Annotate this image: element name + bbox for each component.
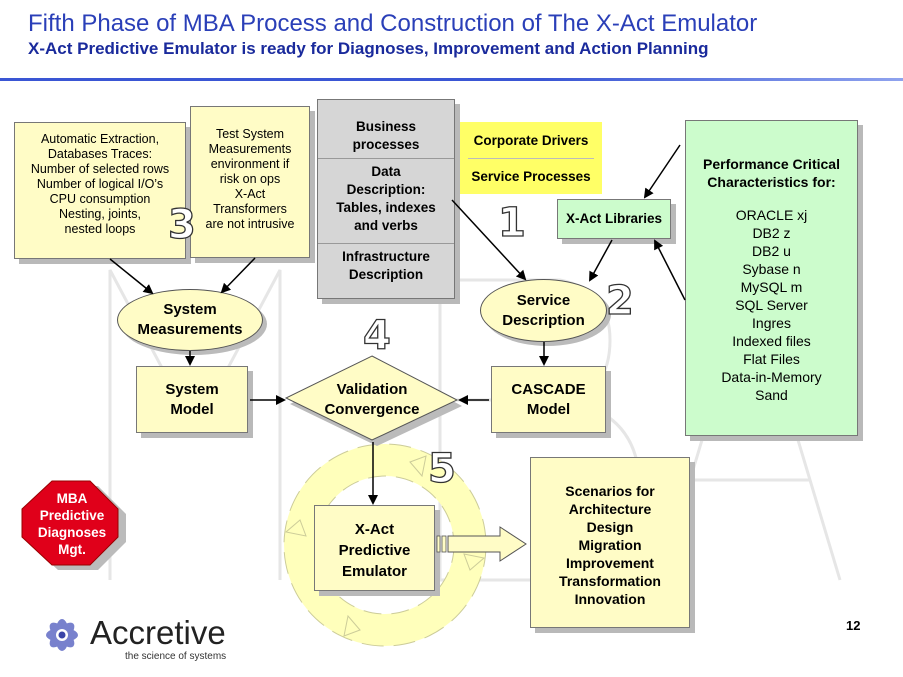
auto-extraction-line: Number of logical I/O’s <box>36 177 164 191</box>
database-item: ORACLE xj <box>735 207 808 223</box>
xact-emulator-box: X-Act Predictive Emulator <box>314 505 435 591</box>
accretive-logo-text: Accretive <box>90 614 226 651</box>
validation-label: Validation <box>336 381 408 398</box>
auto-extraction-line: Nesting, joints, <box>59 207 141 221</box>
emulator-to-scenarios-arrow <box>436 526 527 562</box>
auto-extraction-line: nested loops <box>64 222 136 236</box>
emulator-label: Emulator <box>341 563 407 580</box>
mba-badge-line: MBA <box>56 491 88 506</box>
scenario-line: Scenarios for <box>565 483 655 499</box>
database-item: Sand <box>755 387 788 403</box>
step-number-5: 5 <box>427 445 456 492</box>
auto-extraction-line: CPU consumption <box>49 192 151 206</box>
xact-libraries-label: X-Act Libraries <box>565 211 663 226</box>
database-item: Indexed files <box>732 333 811 349</box>
scenario-line: Design <box>586 519 634 535</box>
scenario-line: Improvement <box>566 555 654 571</box>
test-system-box: Test System Measurements environment if … <box>190 106 310 258</box>
database-item: DB2 z <box>752 225 791 241</box>
arrow-data-to-service <box>451 199 527 281</box>
data-description-label: Description: <box>346 182 426 197</box>
test-system-line: are not intrusive <box>205 217 295 231</box>
scenario-line: Transformation <box>559 573 661 589</box>
infrastructure-description-label: Description <box>348 267 424 282</box>
arrow-extraction-to-measurements <box>109 258 154 295</box>
step-number-3: 3 <box>167 201 196 248</box>
service-processes-label: Service Processes <box>471 169 591 184</box>
scenarios-box: Scenarios for Architecture Design Migrat… <box>530 457 690 628</box>
database-item: Data-in-Memory <box>721 369 822 385</box>
page-title: Fifth Phase of MBA Process and Construct… <box>28 10 758 37</box>
arrow-performance-to-libraries <box>643 144 681 199</box>
test-system-line: Measurements <box>208 142 292 156</box>
auto-extraction-line: Automatic Extraction, <box>40 132 160 146</box>
test-system-line: Test System <box>215 127 285 141</box>
database-item: DB2 u <box>752 243 791 259</box>
performance-critical-box: Performance Critical Characteristics for… <box>685 120 858 436</box>
validation-label: Convergence <box>324 401 420 418</box>
arrow-test-to-measurements <box>220 257 256 294</box>
page-number: 12 <box>846 618 861 633</box>
accretive-flower-icon <box>46 619 78 651</box>
step-number-2: 2 <box>605 277 634 324</box>
scenario-line: Architecture <box>568 501 652 517</box>
validation-diamond-shape <box>284 355 462 446</box>
mba-badge-shape <box>21 480 126 570</box>
service-description-label: Description <box>502 311 585 329</box>
performance-heading: Performance Critical <box>703 156 840 172</box>
database-item: Sybase n <box>742 261 801 277</box>
database-item: Flat Files <box>743 351 800 367</box>
accretive-tagline: the science of systems <box>125 651 227 662</box>
scenario-line: Migration <box>578 537 642 553</box>
data-description-label: Data <box>371 164 401 179</box>
xact-libraries-box: X-Act Libraries <box>557 199 671 239</box>
step-number-4: 4 <box>362 312 391 359</box>
system-model-label: Model <box>170 401 214 418</box>
test-system-line: Transformers <box>213 202 287 216</box>
mba-badge-label: MBA Predictive Diagnoses Mgt. <box>20 490 124 558</box>
service-description-label: Service <box>516 291 571 309</box>
title-divider <box>0 78 903 81</box>
arrow-performance-to-libraries-lower <box>654 239 686 301</box>
scenario-line: Innovation <box>574 591 646 607</box>
mba-badge-line: Mgt. <box>58 542 86 557</box>
system-model-box: System Model <box>136 366 248 433</box>
test-system-line: risk on ops <box>219 172 281 186</box>
auto-extraction-line: Number of selected rows <box>30 162 170 176</box>
auto-extraction-line: Databases Traces: <box>47 147 153 161</box>
data-description-label: and verbs <box>354 218 418 233</box>
page-subtitle: X-Act Predictive Emulator is ready for D… <box>28 39 709 58</box>
system-measurements-node: System Measurements <box>117 289 263 351</box>
corporate-drivers-box: Corporate Drivers Service Processes <box>460 122 602 194</box>
validation-convergence-label: Validation Convergence <box>282 380 462 420</box>
system-measurements-label: Measurements <box>137 321 243 338</box>
corporate-drivers-label: Corporate Drivers <box>473 133 589 148</box>
database-item: Ingres <box>752 315 791 331</box>
cascade-model-box: CASCADE Model <box>491 366 606 433</box>
arrow-libraries-to-service <box>589 239 613 282</box>
cascade-model-label: Model <box>526 401 571 418</box>
system-measurements-label: System <box>163 301 217 318</box>
emulator-label: X-Act <box>354 521 395 538</box>
business-processes-label: Business <box>355 119 417 134</box>
database-item: MySQL m <box>740 279 803 295</box>
performance-heading: Characteristics for: <box>707 174 836 190</box>
service-description-node: Service Description <box>480 279 607 342</box>
mba-badge-line: Diagnoses <box>37 525 107 540</box>
test-system-line: X-Act <box>234 187 266 201</box>
mba-badge-line: Predictive <box>39 508 105 523</box>
system-model-label: System <box>165 381 219 398</box>
step-number-1: 1 <box>497 199 526 246</box>
infrastructure-description-label: Infrastructure <box>342 249 430 264</box>
database-item: SQL Server <box>735 297 808 313</box>
business-data-infrastructure-box: Business processes Data Description: Tab… <box>317 99 455 299</box>
test-system-line: environment if <box>210 157 290 171</box>
data-description-label: Tables, indexes <box>336 200 436 215</box>
cascade-model-label: CASCADE <box>511 381 586 398</box>
emulator-label: Predictive <box>338 542 411 559</box>
business-processes-label: processes <box>352 137 420 152</box>
automatic-extraction-box: Automatic Extraction, Databases Traces: … <box>14 122 186 259</box>
